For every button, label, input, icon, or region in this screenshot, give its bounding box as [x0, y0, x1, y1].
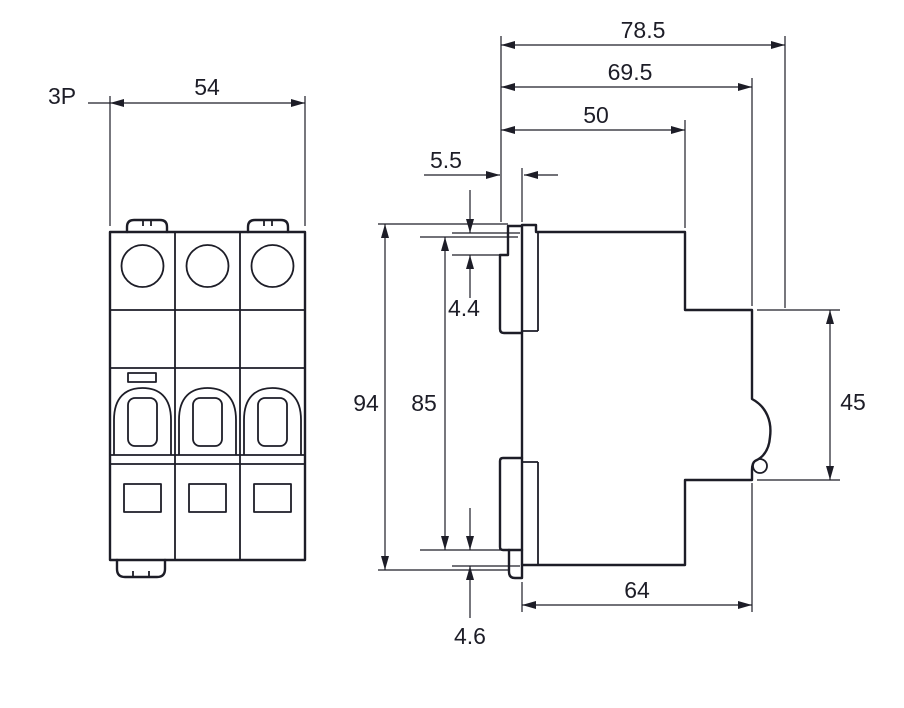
bottom-clip-notches	[132, 571, 150, 577]
dim-upper-body-depth: 50	[501, 102, 686, 228]
toggle-handle-2	[192, 397, 223, 447]
dim-bottom-clip-step: 4.6	[452, 508, 520, 649]
extension-lines	[378, 223, 508, 571]
dim-overall-height-label: 94	[353, 390, 379, 416]
dim-overall-depth-label: 78.5	[621, 17, 666, 43]
side-body-outline	[520, 223, 772, 567]
toggle-hook-circle	[752, 458, 768, 474]
dim-overall-height: 94	[353, 223, 508, 571]
dim-depth-without-clip-label: 69.5	[608, 59, 653, 85]
terminal-screw-1	[120, 244, 165, 288]
top-clip-left	[125, 218, 169, 234]
dim-body-height: 85	[411, 236, 518, 551]
dim-base-depth: 64	[521, 483, 753, 612]
toggle-recess-3	[243, 387, 302, 455]
dim-front-face-height-label: 45	[840, 389, 866, 415]
extension-lines	[757, 309, 840, 481]
top-clip-right-notches	[263, 220, 273, 226]
dim-depth-without-clip: 69.5	[501, 59, 753, 306]
toggle-handle-3	[257, 397, 288, 447]
pole-count-label: 3P	[48, 83, 76, 109]
dim-upper-body-depth-label: 50	[583, 102, 609, 128]
toggle-handle-1	[127, 397, 158, 447]
dim-top-clip-step: 4.4	[448, 190, 520, 321]
dim-front-width-label: 54	[194, 74, 220, 100]
rear-bottom-clip	[498, 456, 524, 552]
dim-overall-depth: 78.5	[500, 17, 786, 308]
horizontal-face-lines	[110, 309, 305, 465]
toggle-recess-1	[113, 387, 172, 455]
top-clip-left-notches	[142, 220, 152, 226]
terminal-screw-2	[185, 244, 230, 288]
rear-bottom-foot	[507, 548, 524, 580]
label-window	[127, 372, 157, 383]
dim-body-height-label: 85	[411, 390, 437, 416]
pole-dividers	[174, 232, 241, 560]
dim-rear-clip-protrusion: 5.5	[424, 147, 558, 222]
front-body-outline	[108, 230, 307, 562]
side-view	[498, 223, 772, 580]
bottom-terminal-window-2	[188, 483, 227, 513]
terminal-screw-3	[250, 244, 295, 288]
dim-base-depth-label: 64	[624, 577, 650, 603]
top-clip-right	[246, 218, 290, 234]
din-rail-channel	[522, 232, 539, 565]
extension-lines	[109, 96, 306, 226]
dim-front-face-height: 45	[757, 309, 866, 481]
extension-lines	[452, 232, 520, 256]
dim-bottom-clip-step-label: 4.6	[454, 623, 486, 649]
bottom-clip	[115, 558, 167, 579]
bottom-terminal-window-3	[253, 483, 292, 513]
extension-lines	[420, 236, 518, 551]
dim-top-clip-step-label: 4.4	[448, 295, 480, 321]
bottom-terminal-window-1	[123, 483, 162, 513]
toggle-recess-2	[178, 387, 237, 455]
dim-rear-clip-protrusion-label: 5.5	[430, 147, 462, 173]
front-view	[108, 218, 307, 579]
dim-front-width: 54 3P	[48, 74, 306, 226]
rear-top-claw	[498, 224, 524, 335]
